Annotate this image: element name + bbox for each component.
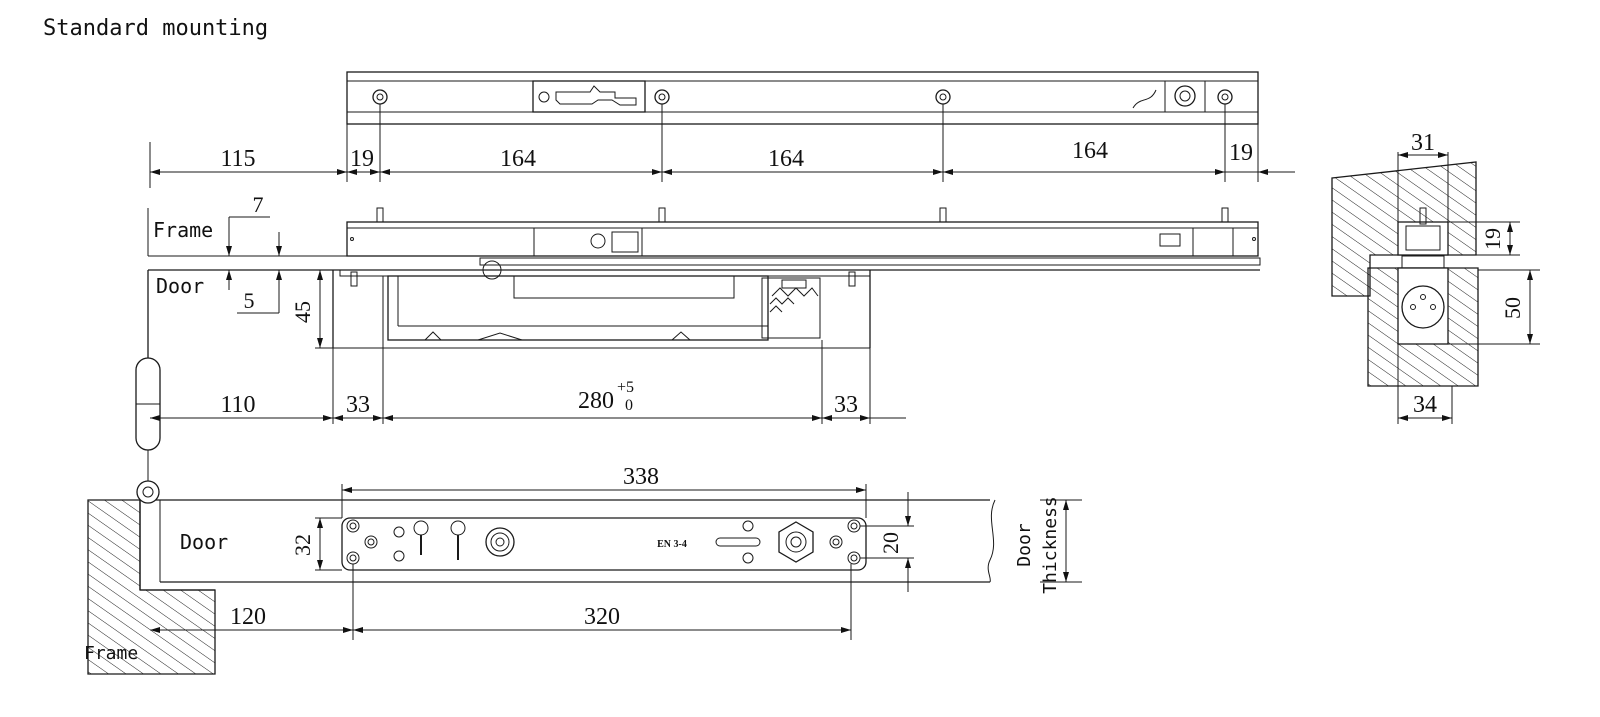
dim-50: 50 (1500, 297, 1525, 319)
rail-bolt (939, 207, 947, 223)
spindle-icon (485, 527, 515, 557)
door-screw (848, 271, 856, 287)
rail-adjust-knob (1174, 85, 1196, 107)
dim-338: 338 (623, 464, 659, 490)
section-spindle (1401, 285, 1445, 329)
rail-slider-block (532, 80, 646, 113)
dim-280-tol-upper: +5 (617, 379, 634, 396)
dim-164-a: 164 (500, 146, 536, 172)
dim-280-tol-lower: 0 (625, 397, 633, 414)
dim-280: 280 (578, 388, 614, 414)
door-label: Door (180, 530, 228, 554)
adjust-valve-icon (450, 520, 466, 560)
door-face-view: Door Frame Door Thickness EN 3-4 (84, 464, 1082, 675)
rail-bolt (376, 207, 384, 223)
rail-bolt (658, 207, 666, 223)
dim-120: 120 (230, 604, 266, 630)
door-thickness-label-1: Door (1014, 523, 1035, 567)
hex-nut-icon (778, 521, 814, 563)
dim-31: 31 (1411, 130, 1435, 156)
rail-screw (372, 89, 388, 105)
frame-label: Frame (84, 643, 138, 664)
dim-34: 34 (1413, 392, 1437, 418)
dim-19-right: 19 (1229, 140, 1253, 166)
section-view: 31 19 50 34 (1331, 130, 1540, 424)
dim-45: 45 (290, 301, 315, 323)
rail-screw (654, 89, 670, 105)
dim-19-left: 19 (350, 146, 374, 172)
door-thickness-label-2: Thickness (1040, 496, 1061, 594)
rail-screw (935, 89, 951, 105)
dim-164-b: 164 (768, 146, 804, 172)
hinge (135, 357, 161, 482)
closer-mounting-plate: EN 3-4 (341, 517, 867, 571)
side-view: Frame Door 7 5 (135, 192, 1261, 482)
dim-5: 5 (244, 288, 255, 313)
dim-115: 115 (220, 146, 255, 172)
closer-body (387, 275, 769, 341)
side-frame-label: Frame (153, 218, 213, 242)
top-rail-view (346, 71, 1259, 125)
dim-33-right: 33 (834, 392, 858, 418)
dim-33-left: 33 (346, 392, 370, 418)
dim-110: 110 (220, 392, 255, 418)
hinge-pin (136, 480, 160, 504)
rail-screw (1217, 89, 1233, 105)
dim-32: 32 (290, 534, 315, 556)
dim-20: 20 (878, 532, 903, 554)
dim-164-c: 164 (1072, 138, 1108, 164)
rail-bolt (1221, 207, 1229, 223)
side-door-label: Door (156, 274, 204, 298)
dim-320: 320 (584, 604, 620, 630)
en-marking: EN 3-4 (657, 539, 687, 550)
dim-19: 19 (1480, 228, 1505, 250)
door-screw (350, 271, 358, 287)
dim-7: 7 (253, 192, 264, 217)
adjust-valve-icon (413, 520, 429, 555)
closer-spring-gear (761, 277, 821, 339)
top-dimension-chain: 115 19 164 164 164 19 (149, 104, 1295, 188)
drawing-title: Standard mounting (43, 16, 269, 41)
